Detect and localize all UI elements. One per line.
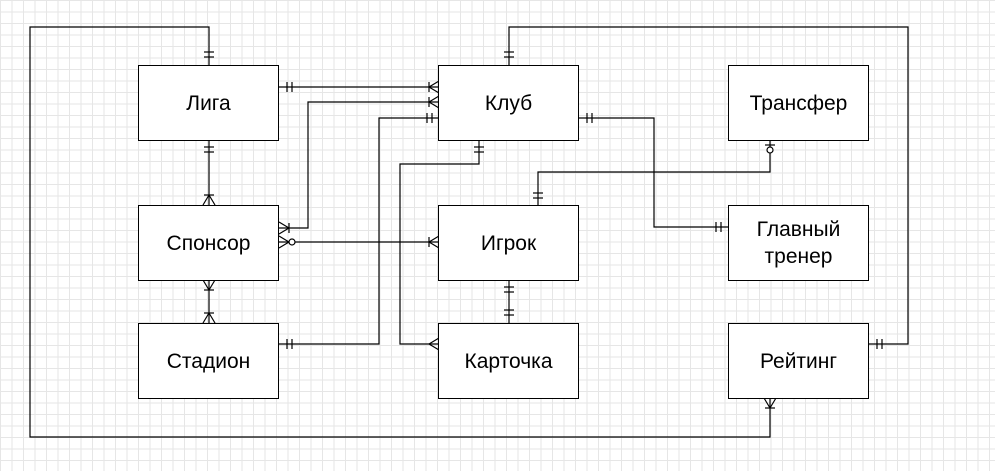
entity-igrok[interactable]: Игрок (438, 205, 579, 281)
notation-stadion-right (286, 339, 293, 349)
notation-igrok-bottom (504, 286, 514, 293)
entity-trener[interactable]: Главный тренер (728, 205, 869, 281)
entity-transfer[interactable]: Трансфер (728, 65, 869, 141)
notation-sponsor-bottom (202, 279, 216, 291)
notation-trener-left (715, 222, 722, 232)
notation-reiting-right (876, 339, 883, 349)
rel-stadion-klub (279, 117, 439, 345)
notation-klub-left-stadion (426, 113, 433, 123)
notation-liga-right (286, 82, 293, 92)
entity-kartochka[interactable]: Карточка (438, 323, 579, 399)
notation-transfer-bottom (765, 144, 775, 154)
notation-kartochka-left (428, 337, 440, 351)
entity-sponsor[interactable]: Спонсор (138, 205, 279, 281)
notation-stadion-top (202, 312, 216, 324)
notation-igrok-top (533, 192, 543, 199)
entity-reiting[interactable]: Рейтинг (728, 323, 869, 399)
notation-klub-left-liga (428, 80, 440, 94)
notation-klub-top (504, 51, 514, 58)
entity-stadion[interactable]: Стадион (138, 323, 279, 399)
notation-sponsor-right-klub (278, 221, 290, 235)
notation-klub-bottom (474, 146, 484, 153)
rel-sponsor-klub (279, 101, 439, 229)
notation-sponsor-top (202, 194, 216, 206)
entity-liga[interactable]: Лига (138, 65, 279, 141)
notation-klub-left-sponsor (428, 95, 440, 109)
notation-igrok-left (428, 235, 440, 249)
notation-liga-bottom (204, 146, 214, 153)
rel-liga-reiting (29, 26, 771, 438)
rel-transfer-igrok (537, 140, 771, 205)
rel-klub-reiting (508, 26, 909, 345)
entity-klub[interactable]: Клуб (438, 65, 579, 141)
notation-liga-top (204, 51, 214, 58)
notation-klub-right (586, 113, 593, 123)
notation-kartochka-top (504, 309, 514, 316)
notation-sponsor-right-igrok (278, 235, 296, 249)
rel-klub-kartochka (399, 140, 480, 345)
notation-reiting-bottom (763, 397, 777, 409)
